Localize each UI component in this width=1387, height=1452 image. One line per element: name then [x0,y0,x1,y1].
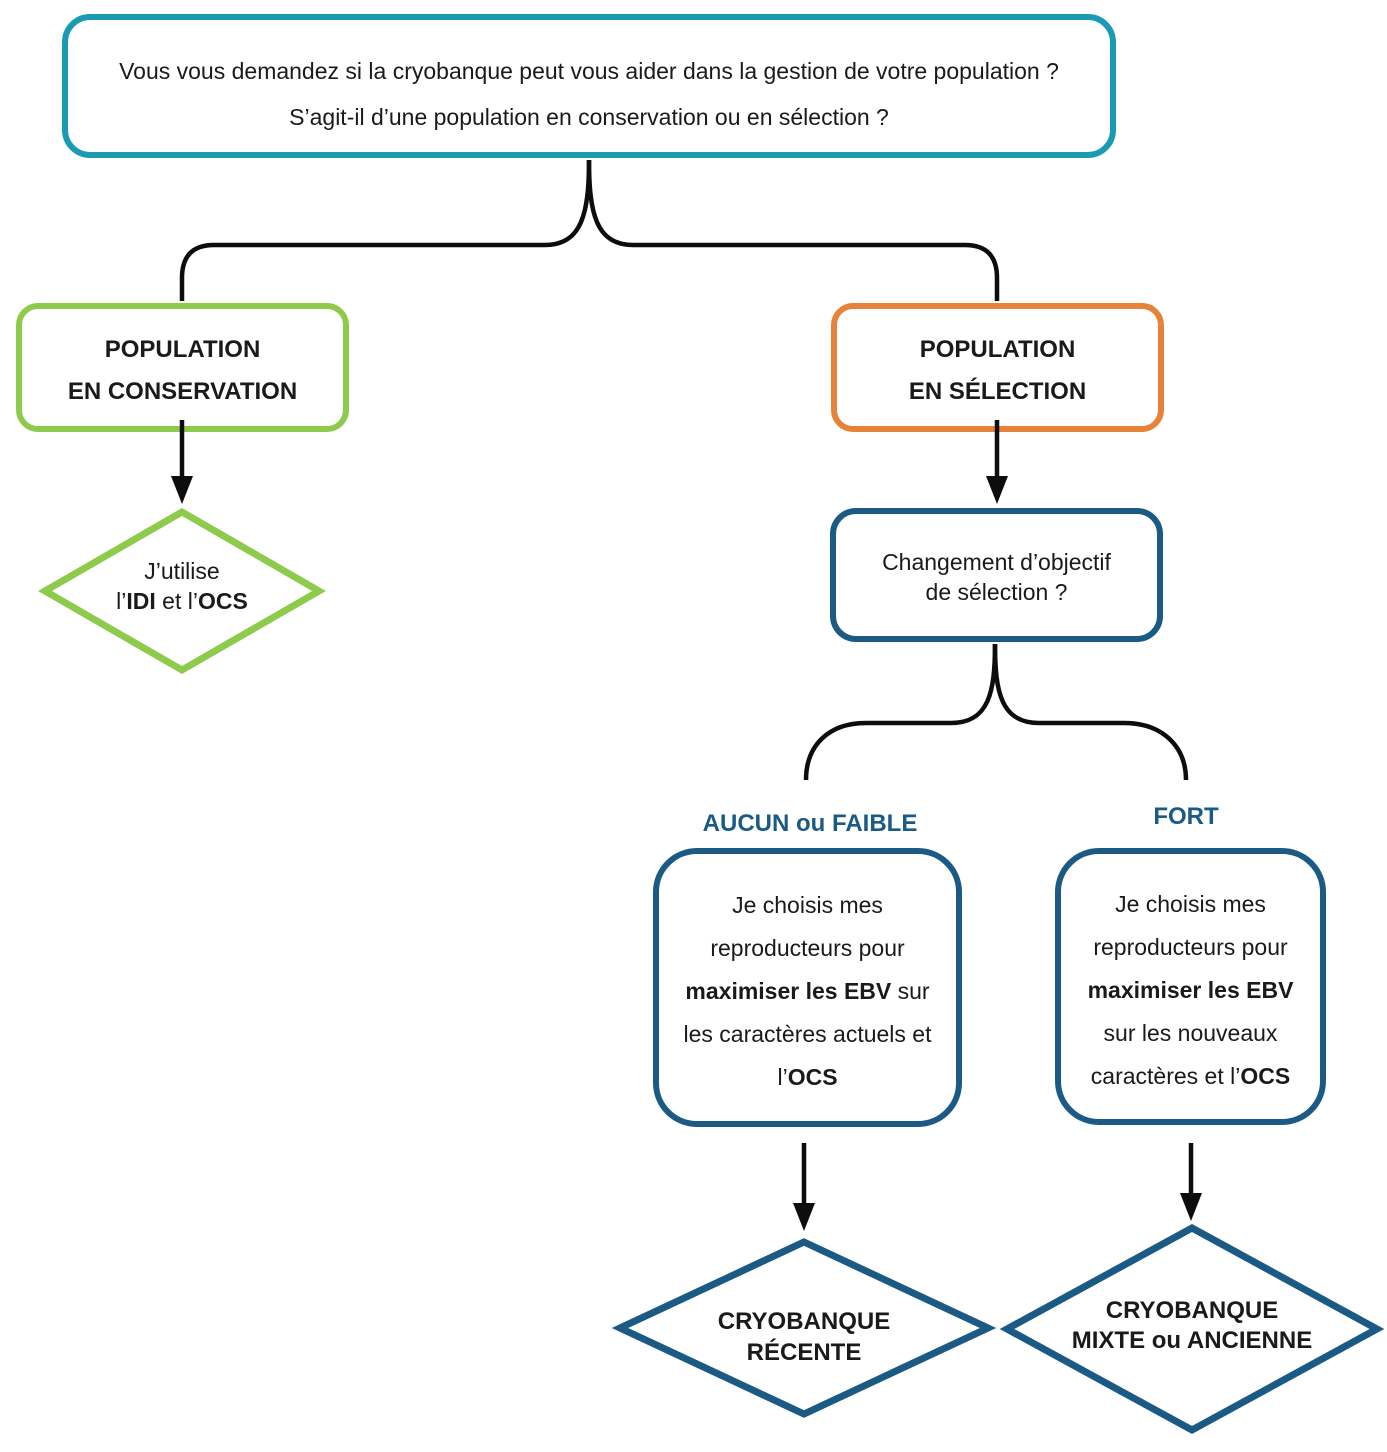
root-question-line-1: Vous vous demandez si la cryobanque peut… [119,58,1059,84]
arrow-choice-current-head [793,1203,815,1231]
objective-change-line-1: Changement d’objectif [882,549,1111,575]
arrow-choice-new-head [1180,1193,1202,1221]
conservation-line-1: POPULATION [104,335,261,363]
selection-line-1: POPULATION [919,335,1076,363]
connector-objective-right [992,643,1189,781]
arrow-conservation-head [171,476,193,504]
selection-box: POPULATION EN SÉLECTION [831,303,1164,432]
cryobank-recent-line-1: CRYOBANQUE [717,1308,891,1335]
selection-line-2: EN SÉLECTION [908,377,1087,405]
arrow-selection-head [986,476,1008,504]
connector-root-left [179,159,592,301]
cryobank-mixed-line-1: CRYOBANQUE [1105,1297,1279,1324]
objective-change-line-2: de sélection ? [925,579,1068,605]
branch-label-strong: FORT [1153,803,1219,830]
cryobank-recent-diamond-text: CRYOBANQUE RÉCENTE [654,1306,954,1368]
root-question-box: Vous vous demandez si la cryobanque peut… [62,14,1116,158]
cryobank-mixed-diamond-text: CRYOBANQUE MIXTE ou ANCIENNE [1032,1296,1352,1356]
root-question-line-2: S’agit-il d’une population en conservati… [289,104,889,130]
connector-objective-left [803,643,998,781]
branch-label-none-or-weak: AUCUN ou FAIBLE [702,810,918,837]
cryobank-recent-line-2: RÉCENTE [746,1339,862,1366]
conservation-line-2: EN CONSERVATION [67,377,298,405]
cryobank-mixed-line-2: MIXTE ou ANCIENNE [1071,1327,1313,1354]
conservation-box: POPULATION EN CONSERVATION [16,303,349,432]
connector-root-right [586,159,1000,301]
objective-change-box: Changement d’objectif de sélection ? [830,508,1163,642]
